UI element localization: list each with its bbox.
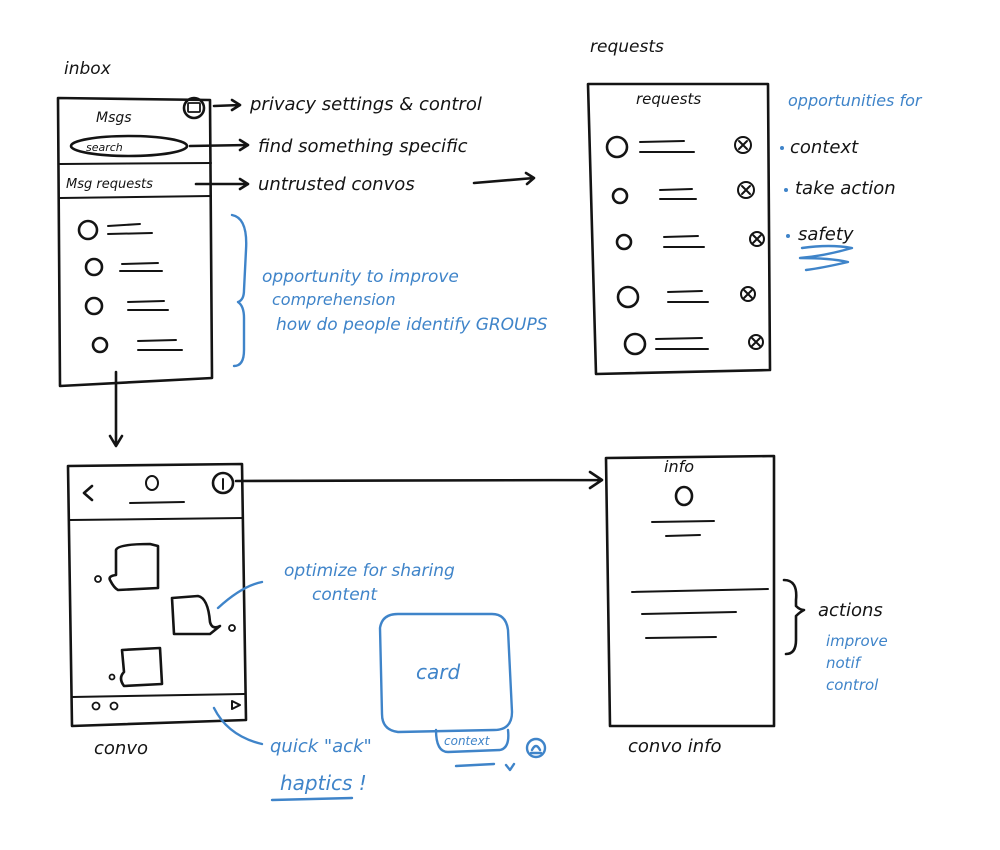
opportunity-line-3: how do people identify GROUPS (276, 315, 548, 335)
info-header: info (664, 457, 694, 476)
untrusted-annotation: untrusted convos (194, 171, 536, 195)
opportunity-safety: safety (798, 224, 854, 245)
inbox-row[interactable] (84, 296, 169, 316)
actions-label: actions (818, 600, 883, 621)
requests-frame: requests requests (586, 37, 772, 376)
ack-note: quick "ack" (270, 736, 372, 757)
actions-note-line-2: notif (826, 654, 863, 672)
message-bubble[interactable] (170, 594, 236, 636)
opportunity-context: context (790, 137, 859, 158)
opportunities-title: opportunities for (788, 91, 923, 110)
msg-requests-label[interactable]: Msg requests (66, 177, 153, 192)
request-row[interactable] (615, 231, 765, 251)
dismiss-icon[interactable] (749, 231, 765, 247)
convo-info-frame: info convo info (604, 454, 776, 757)
request-row[interactable] (616, 285, 756, 309)
card-box (378, 612, 514, 734)
privacy-annotation: privacy settings & control (212, 94, 482, 115)
dismiss-icon[interactable] (740, 286, 756, 302)
search-placeholder: search (86, 141, 123, 154)
inbox-header: Msgs (96, 110, 132, 126)
request-row[interactable] (611, 181, 755, 205)
convo-label: convo (94, 738, 148, 759)
share-note-line-2: content (312, 585, 378, 605)
send-icon[interactable] (231, 700, 241, 710)
context-label: context (444, 734, 491, 748)
info-icon[interactable] (211, 471, 235, 495)
context-tab (434, 728, 510, 754)
dismiss-icon[interactable] (734, 136, 752, 154)
inbox-row[interactable] (77, 219, 153, 241)
requests-label: requests (590, 37, 664, 57)
info-avatar (674, 485, 694, 507)
haptics-note: haptics ! (280, 771, 367, 795)
opportunities-annotation: opportunities for context take action sa… (780, 91, 923, 272)
actions-note-line-3: control (826, 676, 879, 694)
requests-header: requests (636, 90, 701, 108)
share-annotation: optimize for sharing content (216, 561, 455, 610)
request-row[interactable] (623, 332, 764, 356)
find-annotation: find something specific (188, 136, 468, 157)
comprehension-annotation: opportunity to improve comprehension how… (230, 213, 548, 368)
convo-info-label: convo info (628, 736, 721, 757)
inbox-row[interactable] (91, 336, 183, 354)
inbox-row[interactable] (84, 257, 163, 277)
message-bubble[interactable] (108, 646, 164, 688)
safety-underline-scribble (798, 244, 854, 272)
privacy-note: privacy settings & control (249, 94, 482, 115)
ack-annotation: quick "ack" haptics ! (212, 706, 372, 802)
actions-note-line-1: improve (826, 632, 888, 650)
message-bubble[interactable] (94, 542, 160, 592)
opportunity-take-action: take action (795, 178, 896, 199)
untrusted-note: untrusted convos (258, 174, 415, 195)
find-note: find something specific (258, 136, 468, 157)
request-row[interactable] (605, 135, 752, 159)
search-input[interactable]: search (69, 134, 189, 158)
dismiss-icon[interactable] (737, 181, 755, 199)
inbox-label: inbox (64, 59, 112, 79)
card-label: card (416, 660, 460, 684)
opportunity-line-1: opportunity to improve (262, 267, 459, 287)
composer-bar[interactable] (91, 700, 241, 711)
inbox-frame: inbox Msgs search Msg requests (56, 59, 214, 388)
dismiss-icon[interactable] (748, 334, 764, 350)
contact-avatar[interactable] (129, 475, 185, 504)
convo-frame: convo (66, 462, 248, 759)
convo-to-info-arrow (234, 470, 604, 490)
opportunity-line-2: comprehension (272, 290, 396, 309)
reaction-icon (525, 737, 547, 759)
card-sketch: card context (378, 612, 547, 772)
actions-annotation: actions improve notif control (782, 578, 888, 694)
inbox-to-convo-arrow (108, 370, 124, 448)
settings-icon[interactable] (182, 96, 206, 120)
share-note-line-1: optimize for sharing (284, 561, 455, 581)
back-chevron-icon[interactable] (82, 484, 94, 502)
